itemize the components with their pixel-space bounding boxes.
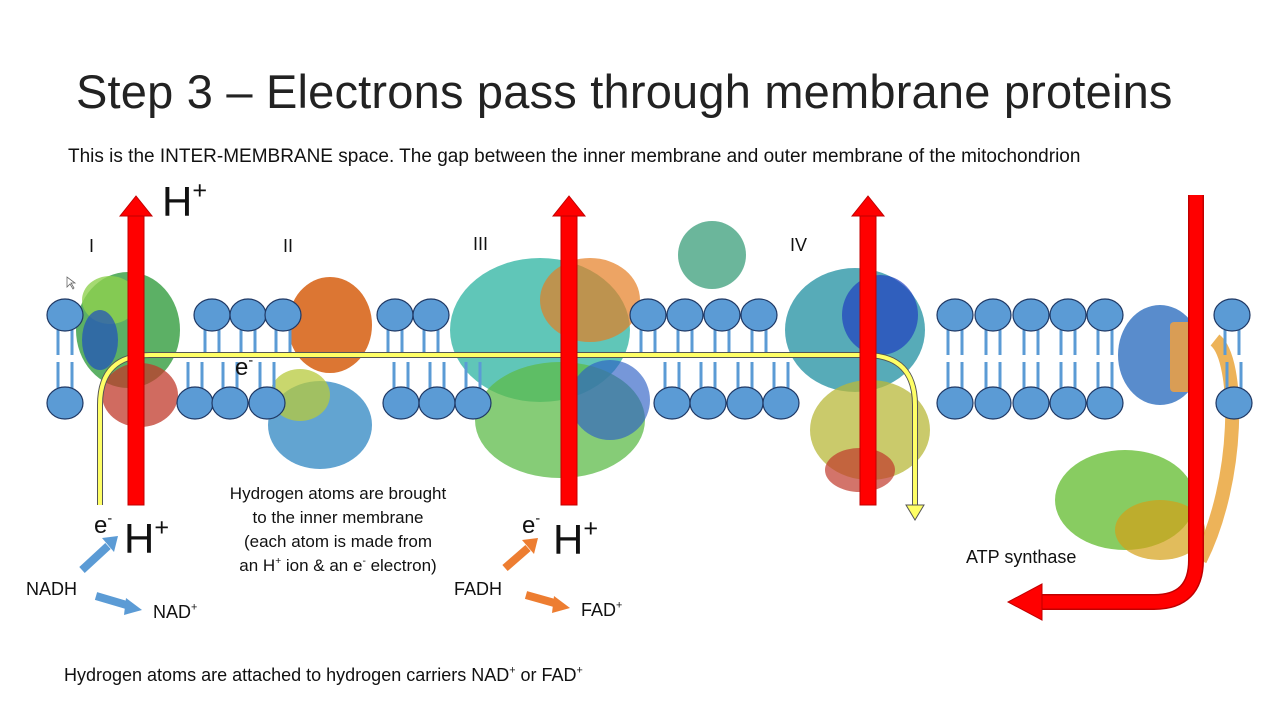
lipid-head-inner bbox=[454, 386, 492, 420]
lipid-head-outer bbox=[46, 298, 84, 332]
lipid-head-inner bbox=[418, 386, 456, 420]
complex-label-ii: II bbox=[283, 236, 294, 256]
complex-ii-protein bbox=[268, 277, 372, 469]
lipid-head-outer bbox=[193, 298, 231, 332]
electron-path bbox=[98, 353, 917, 508]
complex-iii-protein bbox=[450, 221, 746, 478]
lipid-head-inner bbox=[1215, 386, 1253, 420]
proton-arrow-complex-iv bbox=[850, 195, 886, 506]
lipid-head-outer bbox=[740, 298, 778, 332]
page-subtitle: This is the INTER-MEMBRANE space. The ga… bbox=[68, 146, 1081, 167]
lipid-head-inner bbox=[176, 386, 214, 420]
lipid-head-outer bbox=[376, 298, 414, 332]
nadh-arrow-up bbox=[79, 536, 118, 573]
lipid-head-outer bbox=[1049, 298, 1087, 332]
atp-synthase-protein bbox=[1055, 305, 1240, 564]
footer-text: Hydrogen atoms are attached to hydrogen … bbox=[64, 664, 583, 685]
lipid-head-inner bbox=[689, 386, 727, 420]
lipid-head-outer bbox=[936, 298, 974, 332]
proton-arrow-complex-i bbox=[118, 195, 154, 506]
phospholipid-heads bbox=[46, 298, 1253, 420]
electron-label-membrane: e- bbox=[235, 352, 254, 381]
proton-label-fadh: H+ bbox=[553, 514, 599, 563]
lipid-head-inner bbox=[974, 386, 1012, 420]
fadh-label: FADH bbox=[454, 579, 503, 599]
proton-arrow-complex-iii bbox=[551, 195, 587, 506]
lipid-head-outer bbox=[229, 298, 267, 332]
complex-label-i: I bbox=[89, 236, 95, 256]
explanation-line-2: to the inner membrane bbox=[252, 508, 424, 527]
lipid-head-inner bbox=[653, 386, 691, 420]
lipid-head-outer bbox=[666, 298, 704, 332]
cursor-icon bbox=[66, 276, 77, 290]
atp-synthase-arrowhead bbox=[1006, 583, 1043, 621]
nad-label: NAD+ bbox=[153, 601, 198, 622]
complex-label-iii: III bbox=[473, 234, 489, 254]
proton-label-nadh: H+ bbox=[124, 513, 170, 562]
electron-label-nadh: e- bbox=[94, 510, 113, 539]
fad-label: FAD+ bbox=[581, 599, 623, 620]
lipid-head-outer bbox=[1086, 298, 1124, 332]
fadh-arrow-up bbox=[502, 538, 538, 572]
phospholipid-tails bbox=[56, 330, 1243, 388]
electron-label-fadh: e- bbox=[522, 510, 541, 539]
proton-label-top: H+ bbox=[162, 176, 208, 225]
explanation-text: Hydrogen atoms are brought to the inner … bbox=[200, 482, 476, 578]
page-title: Step 3 – Electrons pass through membrane… bbox=[76, 65, 1173, 118]
lipid-head-outer bbox=[412, 298, 450, 332]
explanation-line-1: Hydrogen atoms are brought bbox=[229, 484, 447, 503]
atp-synthase-label: ATP synthase bbox=[966, 547, 1077, 567]
lipid-head-inner bbox=[936, 386, 974, 420]
lipid-head-inner bbox=[382, 386, 420, 420]
lipid-head-inner bbox=[762, 386, 800, 420]
lipid-head-outer bbox=[1213, 298, 1251, 332]
lipid-head-outer bbox=[629, 298, 667, 332]
lipid-head-inner bbox=[46, 386, 84, 420]
lipid-head-inner bbox=[726, 386, 764, 420]
complex-label-iv: IV bbox=[790, 235, 808, 255]
electron-path-arrowhead bbox=[905, 504, 925, 521]
atp-synthase-arrow bbox=[1040, 195, 1203, 609]
lipid-head-outer bbox=[1012, 298, 1050, 332]
lipid-head-inner bbox=[1086, 386, 1124, 420]
lipid-head-outer bbox=[264, 298, 302, 332]
nadh-label: NADH bbox=[26, 579, 78, 599]
lipid-head-outer bbox=[703, 298, 741, 332]
lipid-head-inner bbox=[1012, 386, 1050, 420]
fadh-arrow-down bbox=[524, 591, 570, 613]
lipid-head-inner bbox=[1049, 386, 1087, 420]
explanation-line-3: (each atom is made from bbox=[243, 532, 432, 551]
lipid-head-inner bbox=[211, 386, 249, 420]
nadh-arrow-down bbox=[94, 592, 142, 615]
lipid-head-outer bbox=[974, 298, 1012, 332]
lipid-head-inner bbox=[248, 386, 286, 420]
explanation-line-4: an H+ ion & an e- electron) bbox=[239, 555, 437, 575]
